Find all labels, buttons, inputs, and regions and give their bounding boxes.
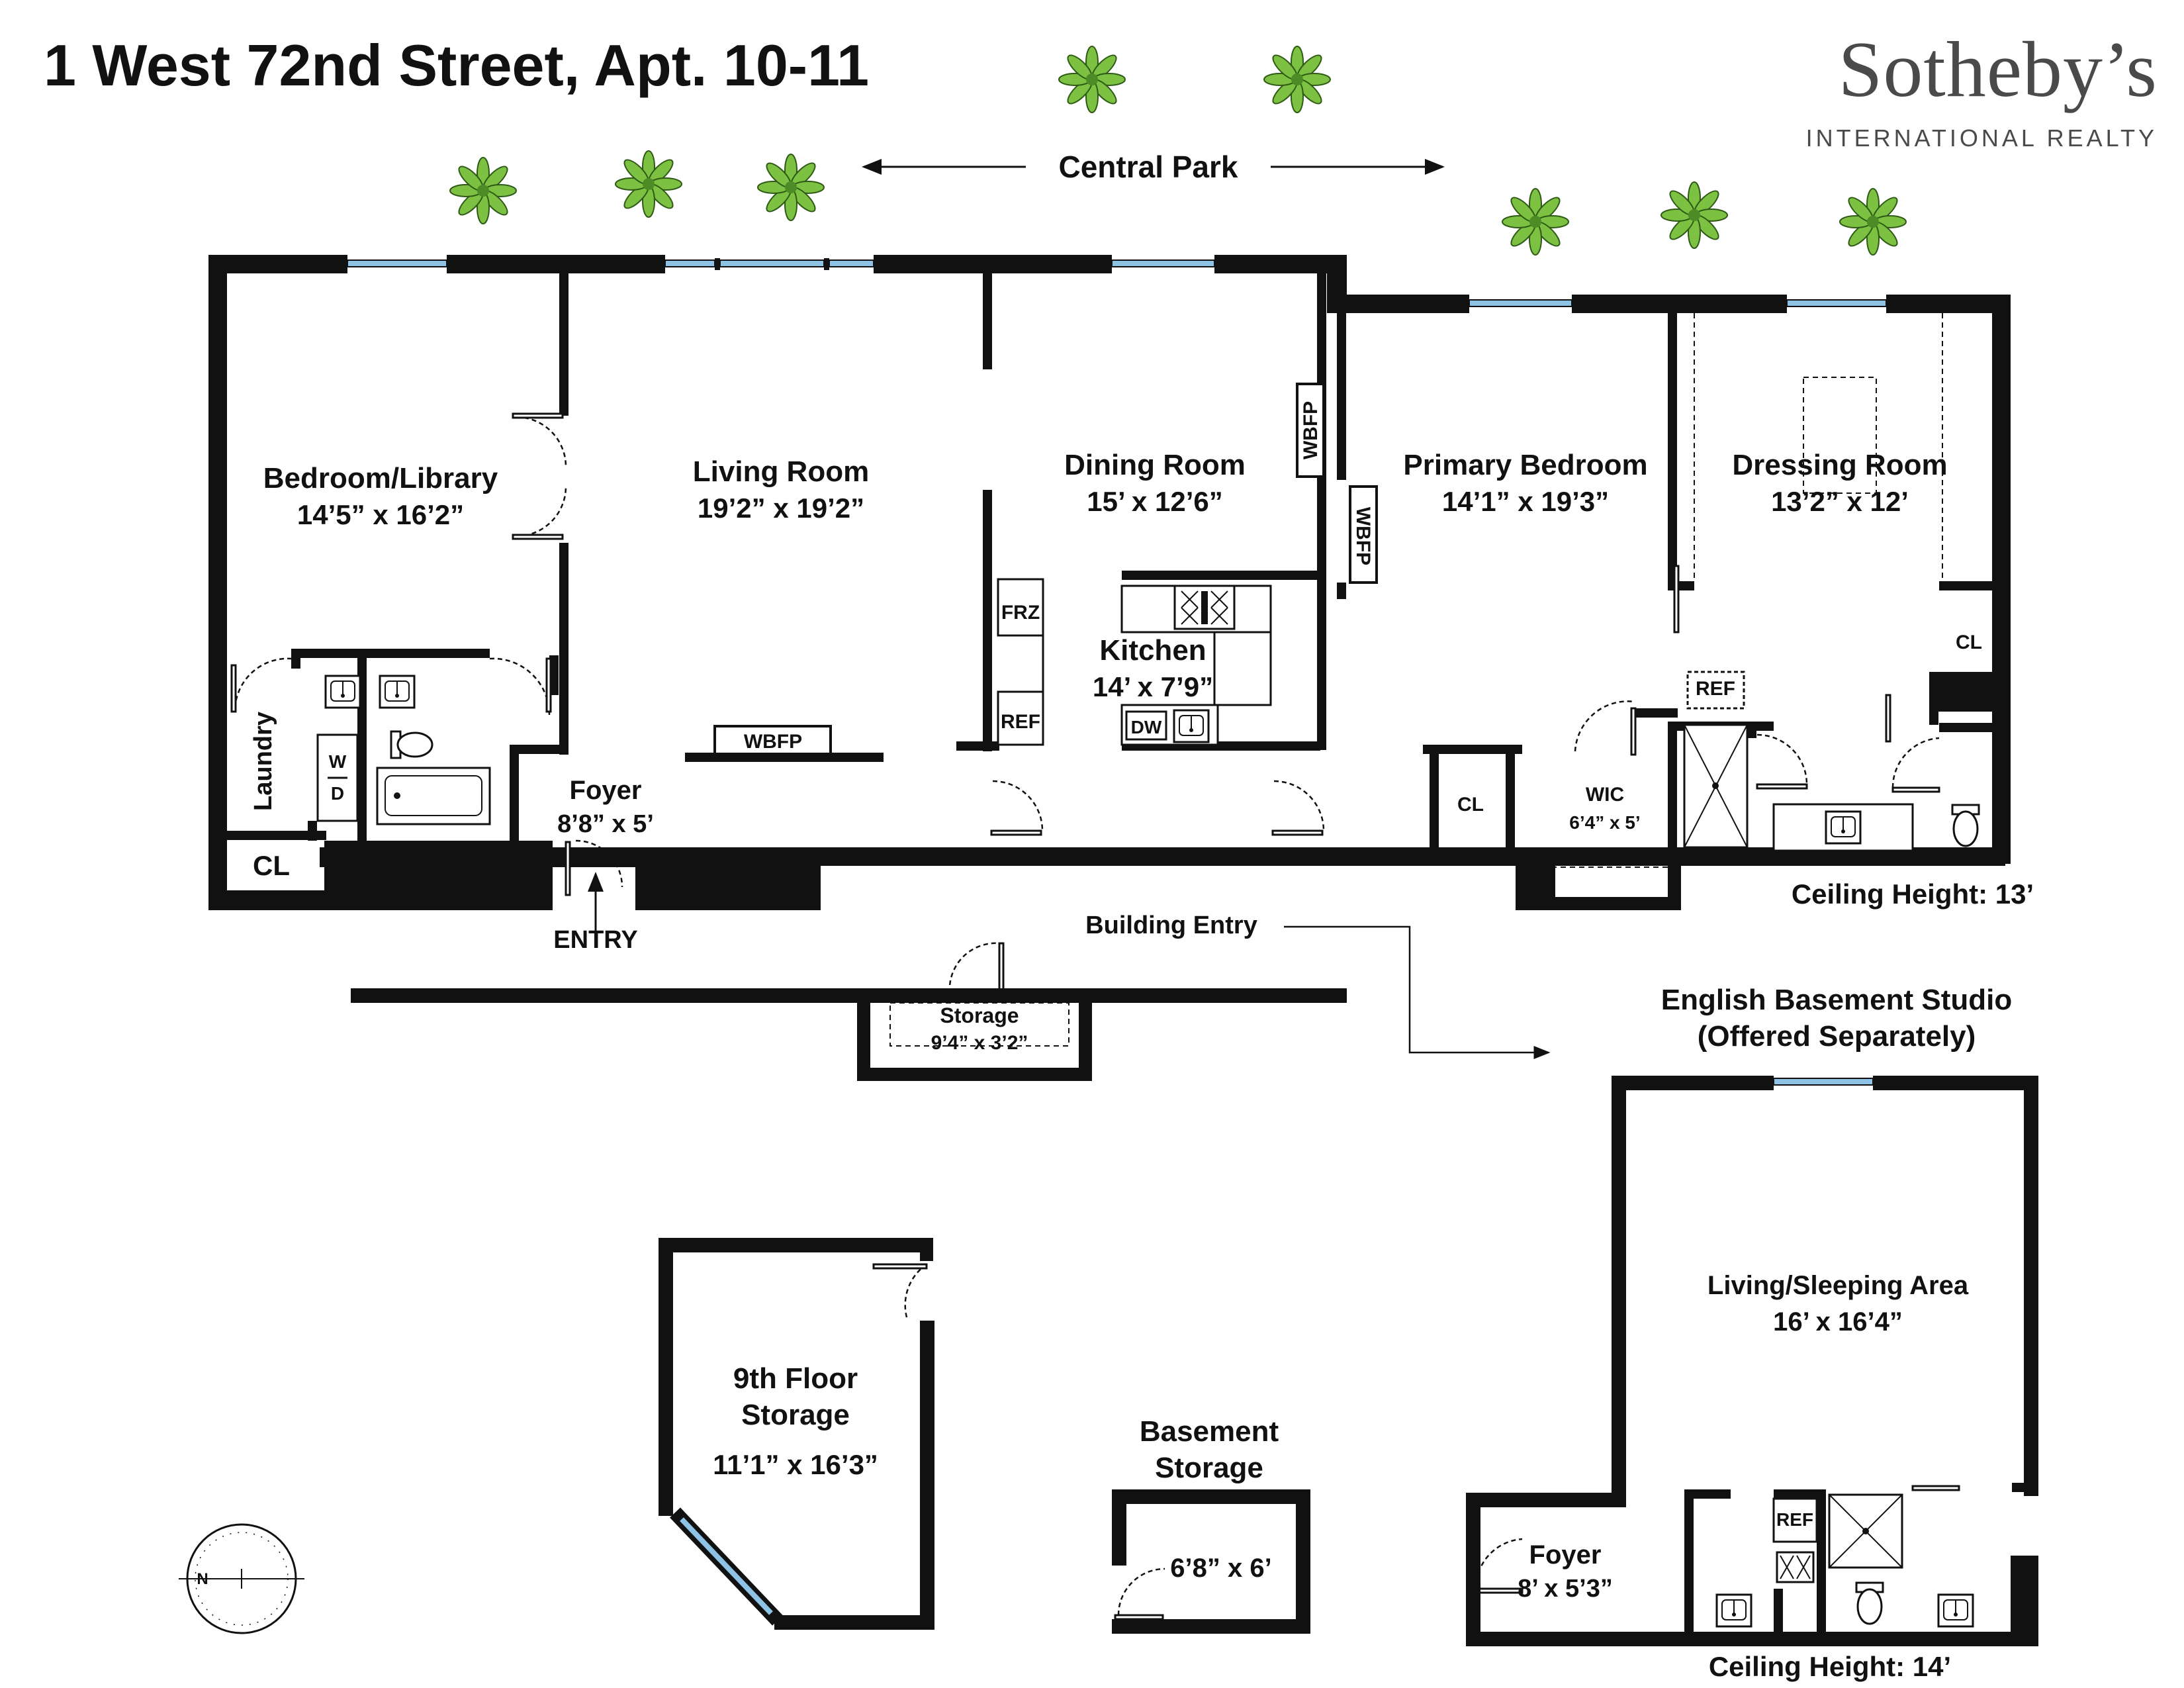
ninth-floor-storage-walls — [659, 1238, 934, 1630]
dishwasher-label: DW — [1131, 717, 1162, 737]
room-name-dining-room: Dining Room — [1064, 449, 1246, 481]
room-name-primary-bedroom: Primary Bedroom — [1403, 449, 1647, 481]
primary-bath-fixtures — [1683, 671, 1980, 852]
entry-label: ENTRY — [553, 926, 637, 954]
room-dims-dining-room: 15’ x 12’6” — [1087, 486, 1223, 517]
room-name-ninth-floor-storage: 9th Floor — [733, 1362, 858, 1395]
room-dims-studio-foyer: 8’ x 5’3” — [1518, 1575, 1613, 1603]
corridor-walls — [351, 988, 1347, 1081]
room-dims-kitchen: 14’ x 7’9” — [1093, 671, 1213, 702]
room-name-basement-storage-2: Storage — [1155, 1452, 1263, 1484]
washer-label: W — [329, 751, 347, 772]
room-name-living-room: Living Room — [693, 455, 869, 488]
laundry-label: Laundry — [250, 712, 277, 811]
closet-label: CL — [1457, 794, 1484, 816]
room-name-bedroom-library: Bedroom/Library — [263, 462, 498, 494]
room-dims-storage: 9’4” x 3’2” — [931, 1032, 1028, 1054]
hidden-outlines — [227, 313, 1943, 1047]
basement-storage-walls — [1112, 1489, 1310, 1634]
tree-icon — [449, 157, 517, 224]
room-name-kitchen: Kitchen — [1099, 634, 1206, 667]
listing-title: 1 West 72nd Street, Apt. 10-11 — [44, 32, 870, 98]
room-name-studio-foyer: Foyer — [1529, 1540, 1602, 1570]
tree-icon — [1661, 181, 1728, 249]
tree-icon — [757, 154, 825, 221]
freezer-label: FRZ — [1001, 602, 1040, 624]
brand-logo: Sotheby’s — [1838, 25, 2158, 113]
fireplace-label: WBFP — [1352, 507, 1374, 565]
room-name-foyer: Foyer — [570, 776, 642, 805]
ceiling-height-studio: Ceiling Height: 14’ — [1709, 1651, 1951, 1682]
room-dims-studio-area: 16’ x 16’4” — [1773, 1307, 1903, 1336]
room-dims-basement-storage: 6’8” x 6’ — [1170, 1554, 1271, 1583]
room-dims-foyer: 8’8” x 5’ — [557, 810, 654, 838]
closet-label: CL — [1956, 632, 1982, 653]
studio-title: English Basement Studio — [1661, 984, 2013, 1016]
room-dims-bedroom-library: 14’5” x 16’2” — [297, 499, 464, 530]
fireplace-symbols — [713, 383, 1378, 755]
door-leaves — [230, 412, 1960, 1620]
room-name-dressing-room: Dressing Room — [1732, 449, 1947, 481]
tree-icon — [1263, 46, 1331, 113]
closet-label: CL — [253, 850, 290, 881]
room-name-wic: WIC — [1586, 784, 1624, 806]
tree-icon — [1502, 188, 1569, 256]
street-label: Central Park — [1058, 150, 1238, 184]
room-dims-dressing-room: 13’2” x 12’ — [1771, 486, 1909, 517]
kitchen-fixtures — [997, 578, 1272, 746]
studio-fixtures — [1715, 1493, 1974, 1628]
room-name-ninth-floor-storage-2: Storage — [741, 1399, 850, 1431]
building-entry-label: Building Entry — [1085, 912, 1257, 939]
ceiling-height-main: Ceiling Height: 13’ — [1792, 878, 2034, 910]
studio-subtitle: (Offered Separately) — [1698, 1020, 1976, 1053]
room-name-studio-area: Living/Sleeping Area — [1707, 1271, 1969, 1300]
brand-logo-subtitle: INTERNATIONAL REALTY — [1805, 124, 2158, 152]
room-dims-primary-bedroom: 14’1” x 19’3” — [1442, 486, 1609, 517]
fireplace-label: WBFP — [744, 731, 802, 753]
room-name-basement-storage: Basement — [1140, 1415, 1279, 1448]
room-dims-living-room: 19’2” x 19’2” — [698, 492, 864, 524]
tree-icon — [1839, 188, 1907, 256]
room-name-storage: Storage — [940, 1004, 1019, 1027]
refrigerator-label: REF — [1776, 1509, 1813, 1530]
room-dims-ninth-floor-storage: 11’1” x 16’3” — [713, 1449, 878, 1480]
compass-north-label: N — [197, 1570, 208, 1588]
dryer-label: D — [331, 783, 344, 804]
room-dims-wic: 6’4” x 5’ — [1569, 812, 1640, 833]
refrigerator-label: REF — [1001, 711, 1040, 733]
compass-icon: N — [179, 1523, 304, 1634]
windows — [347, 259, 1887, 307]
fireplace-label: WBFP — [1300, 401, 1322, 459]
bath-fixtures — [316, 675, 491, 825]
tree-icon — [1058, 46, 1126, 113]
main-apartment-walls — [208, 255, 2011, 910]
studio-walls — [1466, 1076, 2038, 1646]
refrigerator-label: REF — [1696, 678, 1735, 700]
tree-icon — [615, 150, 682, 218]
